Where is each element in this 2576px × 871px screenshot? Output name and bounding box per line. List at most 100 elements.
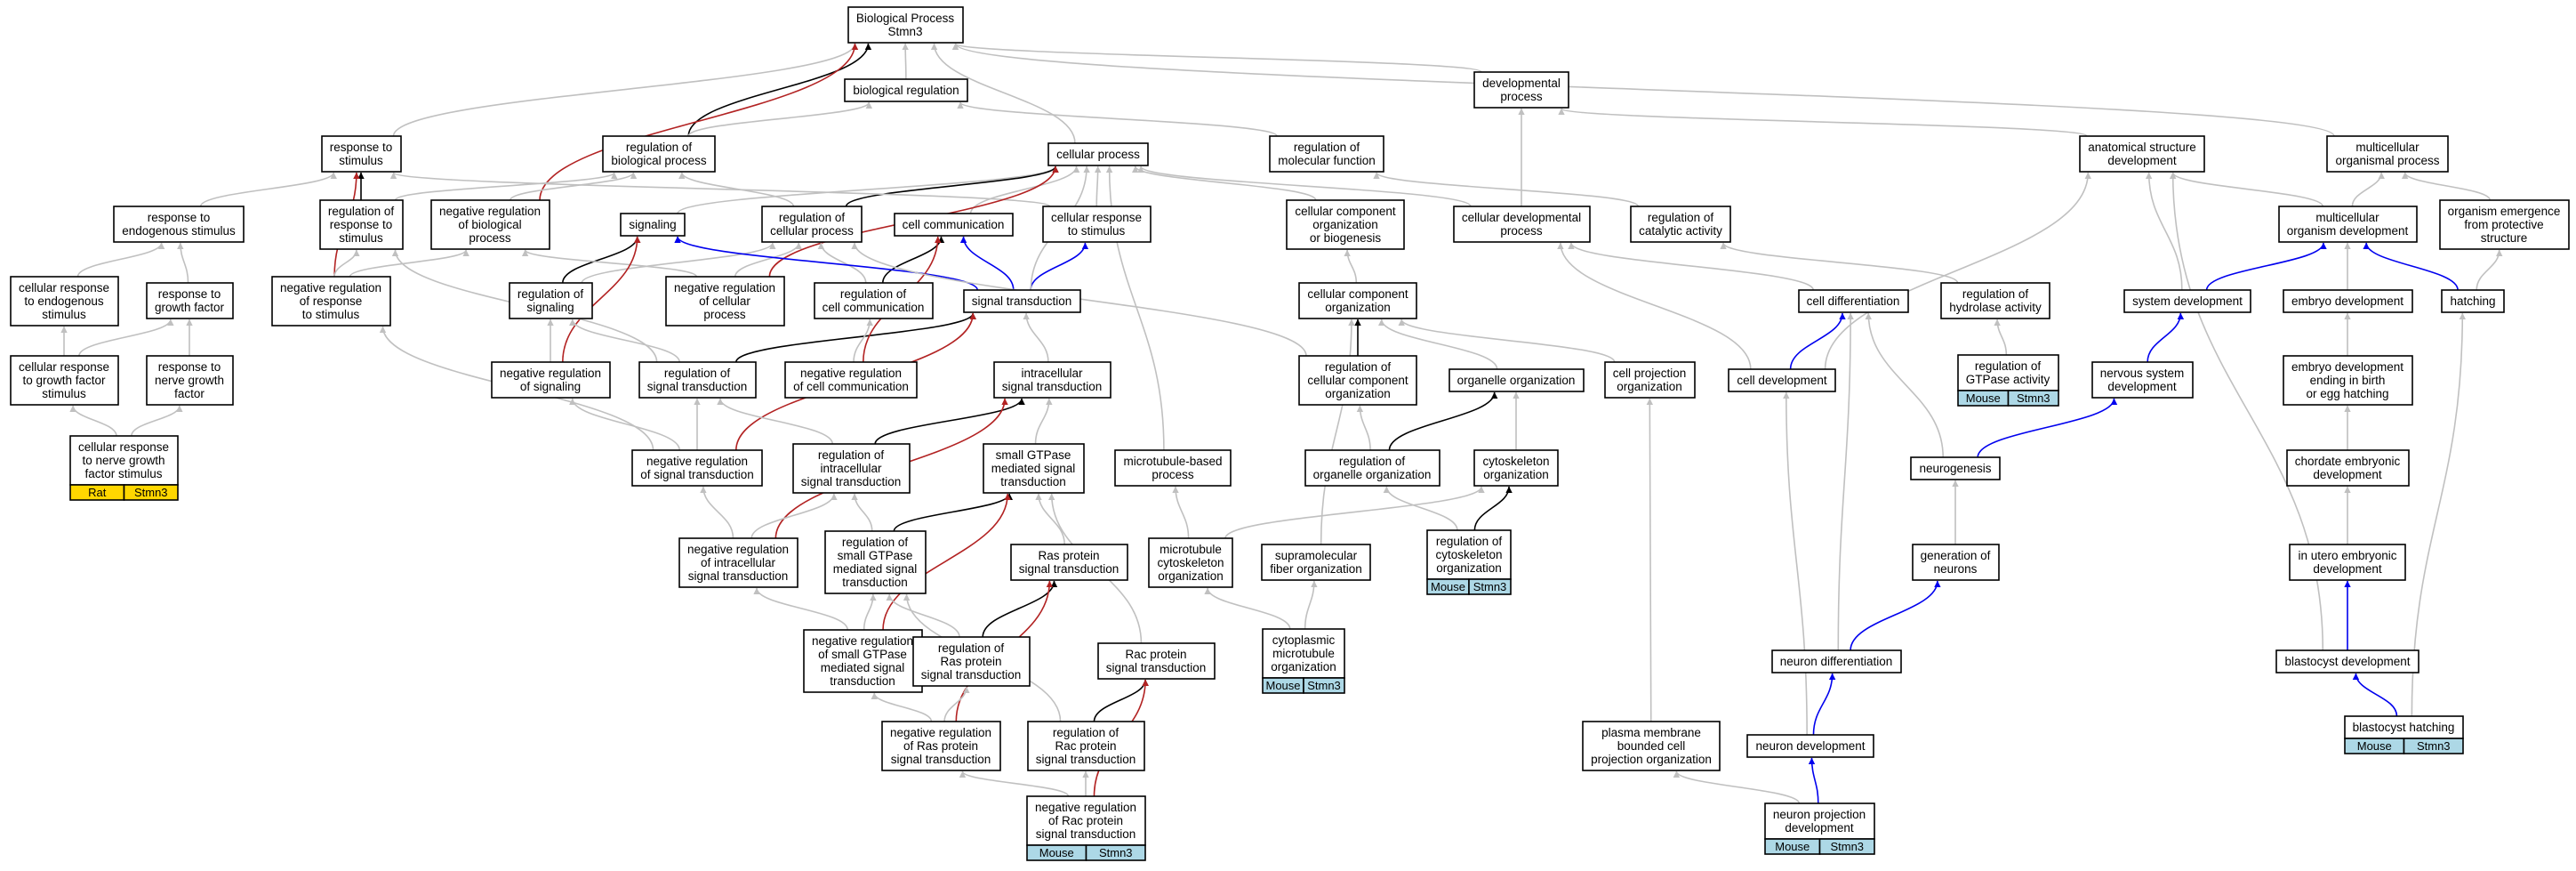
edge-is-a-anat-dev-to-devproc: [1558, 108, 2088, 137]
go-term-node-hatching[interactable]: hatching: [2441, 289, 2505, 313]
node-label-line: cytoskeleton: [1482, 455, 1549, 468]
node-label-line: neurons: [1934, 562, 1978, 576]
go-term-node-cell-diff[interactable]: cell differentiation: [1798, 289, 1909, 313]
go-term-node-reg-cytoskel[interactable]: regulation ofcytoskeletonorganizationMou…: [1426, 529, 1512, 595]
node-label-line: cell differentiation: [1807, 294, 1900, 308]
node-label-line: Ras protein: [940, 655, 1001, 668]
gene-tag-label: Stmn3: [134, 486, 168, 499]
go-term-node-bioreg[interactable]: biological regulation: [844, 78, 968, 102]
node-label-line: regulation of: [1975, 359, 2042, 373]
species-tag-label: Mouse: [1265, 679, 1300, 692]
node-label-line: intracellular: [1021, 367, 1083, 380]
go-term-node-cellproc[interactable]: cellular process: [1047, 142, 1149, 166]
node-label-line: of signaling: [520, 380, 581, 393]
go-term-node-organelle-org[interactable]: organelle organization: [1448, 368, 1585, 392]
go-term-node-blastocyst-dev[interactable]: blastocyst development: [2275, 649, 2420, 673]
go-term-node-embryo-dev[interactable]: embryo development: [2283, 289, 2413, 313]
edge-is-a-reg-small-gtpase-to-reg-intra-sig: [851, 493, 873, 532]
node-box: [983, 443, 1085, 494]
node-label-line: GTPase activity: [1966, 373, 2050, 386]
go-term-node-signaling[interactable]: signaling: [620, 213, 686, 237]
node-label-line: cellular response: [1051, 211, 1142, 224]
go-term-node-sig-trans[interactable]: signal transduction: [963, 289, 1081, 313]
node-label-line: structure: [2481, 231, 2528, 245]
go-term-node-neuron-dev[interactable]: neuron development: [1746, 734, 1874, 758]
go-term-node-cellcomm[interactable]: cell communication: [894, 213, 1014, 237]
node-label-line: organelle organization: [1313, 468, 1432, 481]
node-box: [638, 361, 757, 399]
node-label-line: blastocyst hatching: [2353, 721, 2455, 734]
go-term-node-sys-dev[interactable]: system development: [2123, 289, 2251, 313]
go-term-node-neurogenesis[interactable]: neurogenesis: [1910, 456, 2001, 480]
go-term-node-neuron-diff[interactable]: neuron differentiation: [1771, 649, 1902, 673]
node-label-line: growth factor: [155, 301, 225, 314]
edge-is-a-pm-bounded-to-cell-proj-org: [1646, 398, 1654, 722]
go-term-node-cell-dev[interactable]: cell development: [1728, 368, 1836, 392]
node-label-line: system development: [2132, 294, 2243, 308]
node-box: [1010, 544, 1128, 581]
edge-is-a-reg-gtpase-to-reg-hydro: [1994, 319, 2008, 356]
